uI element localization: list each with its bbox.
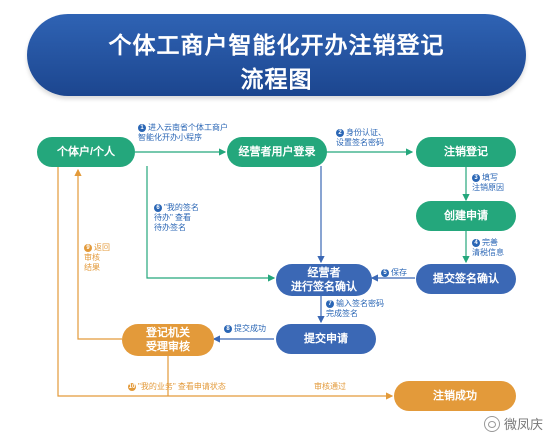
node-submit-signature: 提交签名确认 [416, 264, 516, 294]
arrow-step6-path [146, 166, 276, 282]
arrow-person-success [57, 166, 394, 400]
node-login: 经营者用户登录 [227, 137, 327, 167]
arrow-agency-person [74, 168, 122, 340]
step-10-label: 10"我的业务" 查看申请状态 [128, 382, 226, 391]
node-success: 注销成功 [394, 381, 516, 411]
node-agency-review: 登记机关 受理审核 [122, 324, 214, 356]
watermark-text: 微凤庆 [503, 417, 543, 432]
review-passed-label: 审核通过 [314, 382, 346, 391]
title-line-1: 个体工商户智能化开办注销登记 [108, 32, 445, 58]
node-submit-application: 提交申请 [276, 324, 376, 354]
node-operator-signature: 经营者 进行签名确认 [276, 264, 372, 296]
node-person: 个体户/个人 [37, 137, 135, 167]
title-line-2: 流程图 [240, 66, 313, 92]
watermark: 微凤庆 [483, 414, 543, 433]
node-create-application: 创建申请 [416, 201, 516, 231]
step-6-label: 6"我的签名 待办" 查看 待办签名 [154, 203, 199, 232]
node-cancel-registration: 注销登记 [416, 137, 516, 167]
wechat-icon [483, 415, 500, 432]
title-banner: 个体工商户智能化开办注销登记 流程图 [27, 14, 526, 96]
